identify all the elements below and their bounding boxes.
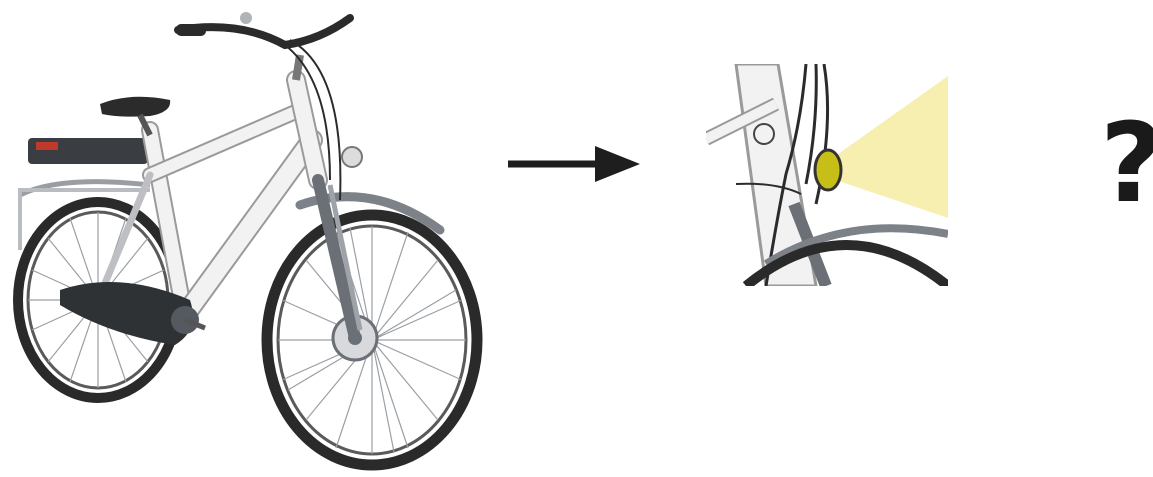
electric-bicycle-illustration	[0, 0, 500, 477]
headlamp-lit	[815, 150, 841, 190]
headlight-closeup-panel	[706, 64, 948, 286]
headlamp	[342, 147, 362, 167]
battery-pack	[28, 138, 148, 164]
front-wheel	[267, 215, 477, 465]
saddle	[100, 97, 170, 117]
front-fork	[318, 180, 360, 338]
right-arrow-icon	[500, 140, 650, 200]
question-mark: ?	[1100, 108, 1153, 218]
